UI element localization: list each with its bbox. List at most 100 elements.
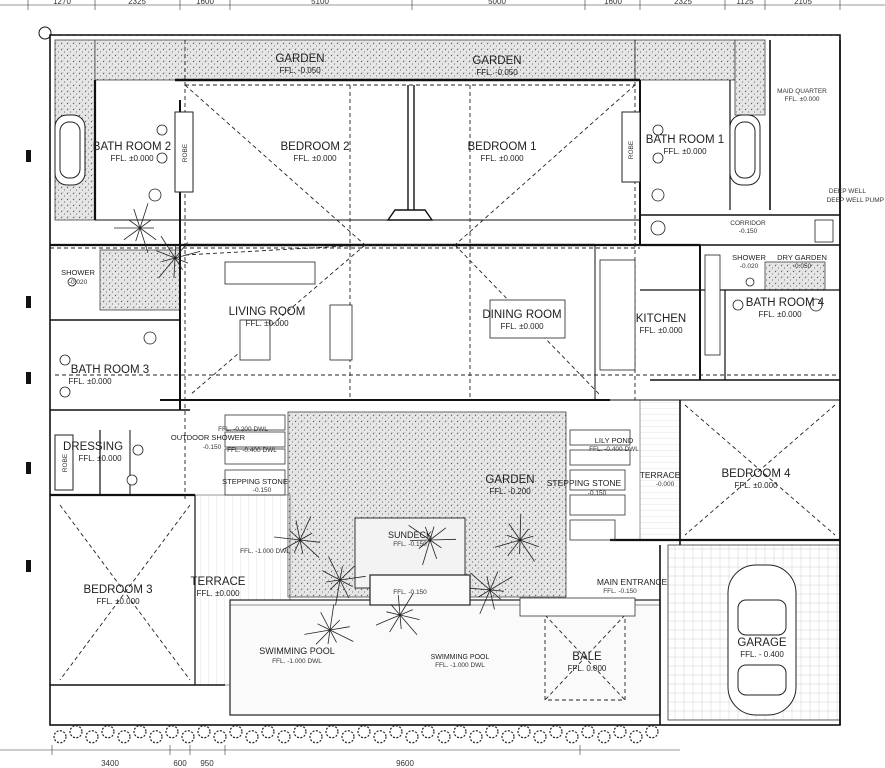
sundeck-name: SUNDECK bbox=[388, 530, 432, 540]
hedge-plant bbox=[261, 725, 275, 739]
dim-bottom-4: 9600 bbox=[396, 759, 414, 768]
stepping-left-ffl: -0.150 bbox=[253, 487, 272, 494]
main-entrance-name: MAIN ENTRANCE bbox=[597, 577, 668, 587]
hedge-plant bbox=[597, 730, 611, 744]
outdoor-shower-ffl: -0.150 bbox=[203, 444, 222, 451]
robe-dressing-label: ROBE bbox=[62, 453, 69, 472]
hedge-plant bbox=[549, 725, 563, 739]
bedroom4-ffl: FFL. ±0.000 bbox=[734, 481, 778, 490]
bedroom2-name: BEDROOM 2 bbox=[280, 141, 349, 153]
dining-name: DINING ROOM bbox=[482, 309, 561, 321]
hedge-plant bbox=[245, 730, 259, 744]
hedge-plant bbox=[581, 725, 595, 739]
shower-right-ffl: -0.020 bbox=[740, 263, 759, 270]
garden-right-ffl: FFL. -0.050 bbox=[476, 68, 518, 77]
dim-top-6: 1600 bbox=[604, 0, 622, 6]
hedge-plant bbox=[213, 730, 227, 744]
hedge-plant bbox=[501, 730, 515, 744]
hedge-plant bbox=[517, 725, 531, 739]
garden-right-name: GARDEN bbox=[472, 55, 521, 67]
robe-right-label: ROBE bbox=[628, 140, 635, 159]
kitchen-ffl: FFL. ±0.000 bbox=[639, 326, 683, 335]
stepping-right-name: STEPPING STONE bbox=[547, 478, 622, 488]
bale-name: BALE bbox=[572, 651, 602, 663]
dry-garden-name: DRY GARDEN bbox=[777, 253, 827, 262]
dressing-name: DRESSING bbox=[63, 441, 123, 453]
bath2-name: BATH ROOM 2 bbox=[93, 141, 171, 153]
garage-name: GARAGE bbox=[737, 637, 787, 649]
dim-top-2: 2325 bbox=[128, 0, 146, 6]
hedge-plant bbox=[293, 725, 307, 739]
plant-cluster bbox=[114, 203, 157, 253]
garden-center-name: GARDEN bbox=[485, 474, 534, 486]
bedroom3-name: BEDROOM 3 bbox=[83, 584, 152, 596]
bath4-ffl: FFL. ±0.000 bbox=[758, 310, 802, 319]
bath4-name: BATH ROOM 4 bbox=[746, 297, 825, 309]
hedge-plant bbox=[533, 730, 547, 744]
dim-top-9: 2105 bbox=[794, 0, 812, 6]
hedge-plant bbox=[373, 730, 387, 744]
garden-left-name: GARDEN bbox=[275, 53, 324, 65]
plant-cluster bbox=[274, 516, 320, 558]
deep-well-pump-label: DEEP WELL PUMP bbox=[827, 197, 884, 204]
pool-left-name: SWIMMING POOL bbox=[259, 646, 335, 656]
pool-edge-label: FFL. -1.000 DWL bbox=[240, 548, 290, 555]
shower-right-name: SHOWER bbox=[732, 253, 766, 262]
main-entrance-ffl: FFL. -0.150 bbox=[603, 588, 637, 595]
terrace-right-ffl: -0.000 bbox=[656, 481, 675, 488]
hedge-plant bbox=[117, 730, 131, 744]
lily-pond-name: LILY POND bbox=[595, 436, 634, 445]
corridor-name: CORRIDOR bbox=[730, 220, 766, 227]
garden-center-ffl: FFL. -0.200 bbox=[489, 487, 531, 496]
terrace-right-name: TERRACE bbox=[640, 470, 681, 480]
hedge-plant bbox=[277, 730, 291, 744]
living-name: LIVING ROOM bbox=[229, 306, 306, 318]
dim-top-1: 1270 bbox=[53, 0, 71, 6]
dining-ffl: FFL. ±0.000 bbox=[500, 322, 544, 331]
stepping-right-ffl: -0.150 bbox=[588, 490, 607, 497]
plant-cluster bbox=[408, 524, 457, 566]
lily-pond-ffl: FFL. -0.400 DWL bbox=[589, 446, 639, 453]
pool-left-ffl: FFL. -1.000 DWL bbox=[272, 658, 322, 665]
hedge-plant bbox=[405, 730, 419, 744]
hedge-plant bbox=[325, 725, 339, 739]
hedge-plant bbox=[69, 725, 83, 739]
robes bbox=[54, 111, 641, 491]
bath1-ffl: FFL. ±0.000 bbox=[663, 147, 707, 156]
hedge-plant bbox=[357, 725, 371, 739]
pond-label-b: FFL. -0.400 DWL bbox=[227, 447, 277, 454]
maid-ffl: FFL. ±0.000 bbox=[784, 96, 819, 103]
plant-cluster bbox=[156, 235, 201, 279]
bath1-name: BATH ROOM 1 bbox=[646, 134, 724, 146]
hedge-plant bbox=[101, 725, 115, 739]
bedroom3-ffl: FFL. ±0.000 bbox=[96, 597, 140, 606]
bathtubs bbox=[54, 114, 761, 186]
steps bbox=[224, 414, 636, 617]
roof-lines bbox=[50, 34, 840, 701]
deep-well-label: DEEP WELL bbox=[829, 188, 866, 195]
hedge-plant bbox=[85, 730, 99, 744]
hedge-plant bbox=[309, 730, 323, 744]
hedge-plant bbox=[421, 725, 435, 739]
bedroom1-name: BEDROOM 1 bbox=[467, 141, 536, 153]
plant-cluster bbox=[375, 592, 420, 635]
terrace-left-ffl: FFL. ±0.000 bbox=[196, 589, 240, 598]
dressing-ffl: FFL. ±0.000 bbox=[78, 454, 122, 463]
corridor-ffl: -0.150 bbox=[739, 228, 758, 235]
sundeck-ffl: FFL. -0.150 bbox=[393, 541, 427, 548]
dim-top-7: 2325 bbox=[674, 0, 692, 6]
fixtures bbox=[59, 124, 834, 486]
kitchen-name: KITCHEN bbox=[636, 313, 686, 325]
hedge-plant bbox=[149, 730, 163, 744]
garden-left-ffl: FFL. -0.050 bbox=[279, 66, 321, 75]
hedge-plant bbox=[485, 725, 499, 739]
hedge-plant bbox=[341, 730, 355, 744]
hedge-plant bbox=[645, 725, 659, 739]
bath3-ffl: FFL. ±0.000 bbox=[68, 377, 112, 386]
dim-bottom-1: 3400 bbox=[101, 759, 119, 768]
hedge-plant bbox=[229, 725, 243, 739]
plant-cluster bbox=[322, 556, 366, 606]
bedroom1-ffl: FFL. ±0.000 bbox=[480, 154, 524, 163]
car-icon bbox=[727, 564, 797, 716]
